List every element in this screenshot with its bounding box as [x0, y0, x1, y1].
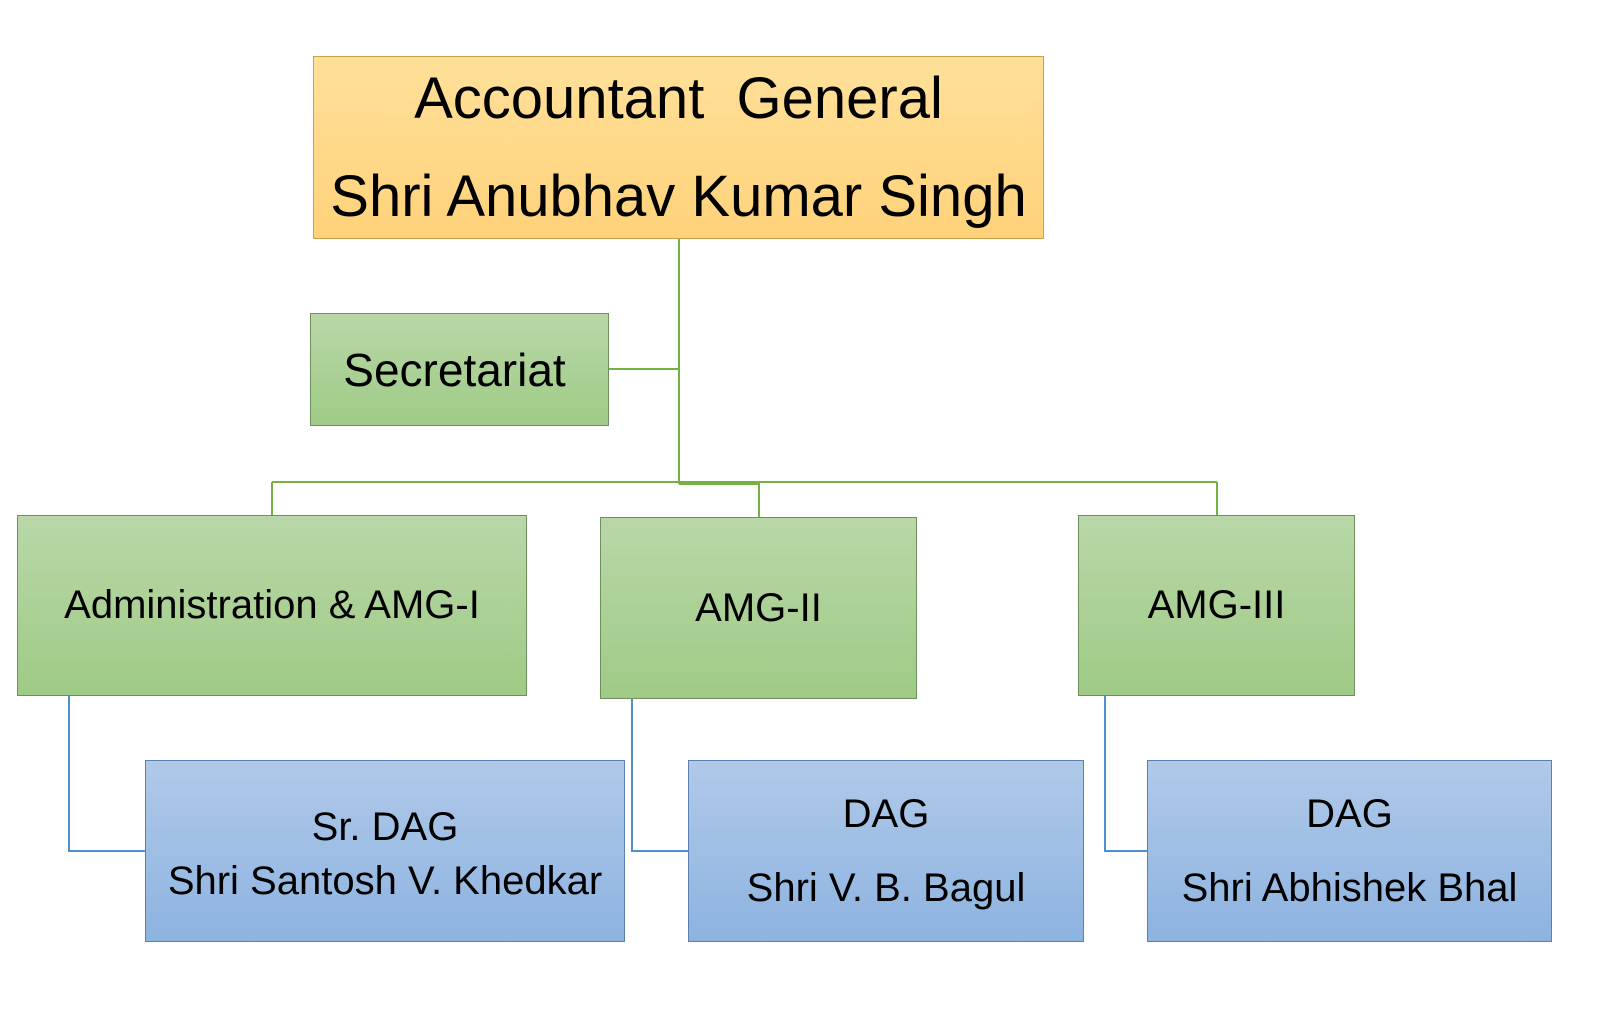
- group-amg3-box: AMG-III: [1078, 515, 1355, 696]
- connector-deputy-2: [631, 699, 688, 852]
- deputy-box-3: DAG Shri Abhishek Bhal: [1147, 760, 1552, 942]
- accountant-general-name: Shri Anubhav Kumar Singh: [330, 163, 1027, 229]
- connector-amg2-step: [679, 483, 760, 517]
- deputy-title: DAG: [842, 792, 930, 836]
- accountant-general-box: Accountant General Shri Anubhav Kumar Si…: [313, 56, 1044, 239]
- group-label: AMG-II: [695, 585, 822, 630]
- group-amg2-box: AMG-II: [600, 517, 917, 699]
- group-label: Administration & AMG-I: [64, 583, 480, 627]
- deputy-title: Sr. DAG: [311, 805, 459, 849]
- secretariat-label: Secretariat: [343, 343, 566, 396]
- deputy-name: Shri Santosh V. Khedkar: [167, 859, 603, 903]
- accountant-general-title: Accountant General: [414, 65, 943, 131]
- connector-deputy-1: [68, 696, 145, 852]
- connector-deputy-3: [1104, 696, 1147, 852]
- deputy-name: Shri Abhishek Bhal: [1181, 866, 1518, 910]
- deputy-title: DAG: [1306, 792, 1393, 836]
- group-admin-amg1-box: Administration & AMG-I: [17, 515, 527, 696]
- deputy-box-1: Sr. DAG Shri Santosh V. Khedkar: [145, 760, 625, 942]
- secretariat-box: Secretariat: [310, 313, 609, 426]
- group-label: AMG-III: [1147, 583, 1286, 627]
- deputy-box-2: DAG Shri V. B. Bagul: [688, 760, 1084, 942]
- deputy-name: Shri V. B. Bagul: [746, 866, 1026, 910]
